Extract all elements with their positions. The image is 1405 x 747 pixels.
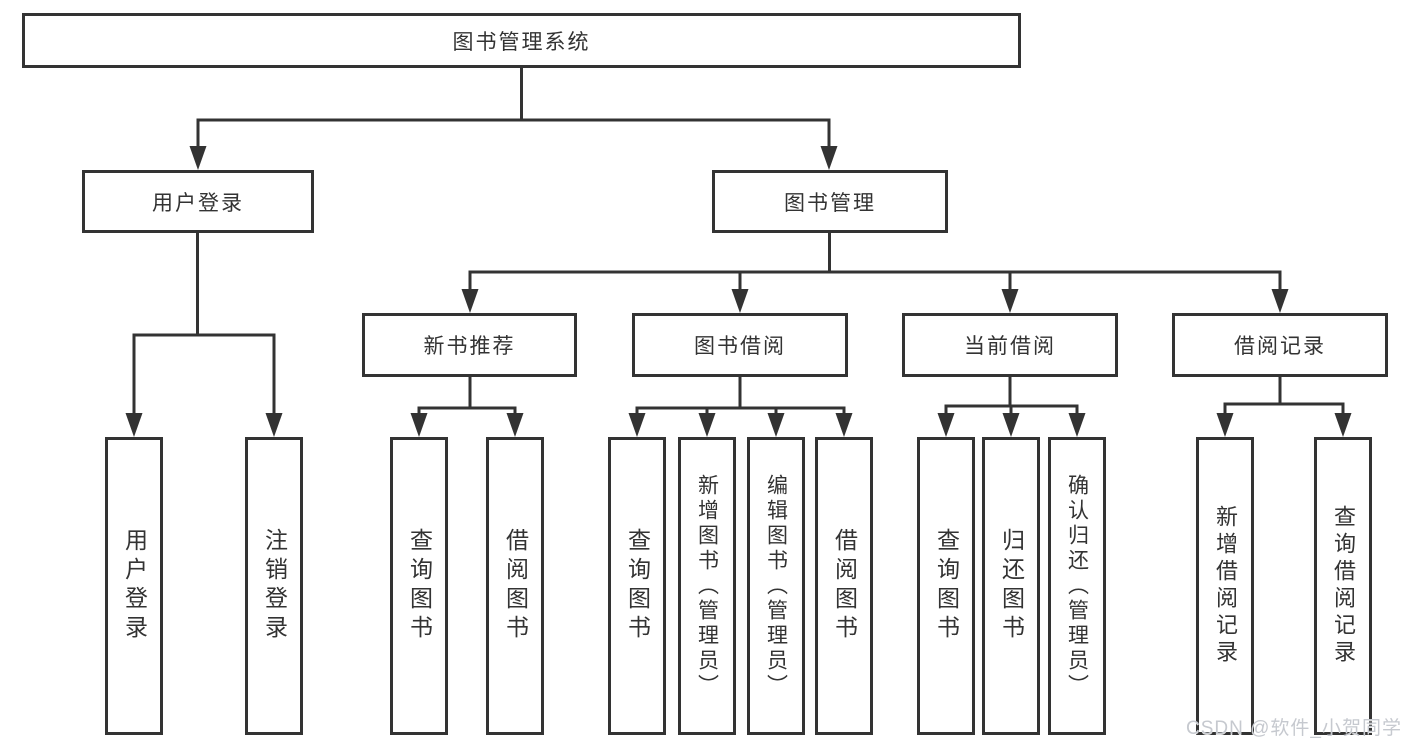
node-new-book-recommend: 新书推荐 bbox=[362, 313, 577, 377]
leaf-query-books-borrow: 查询图书 bbox=[608, 437, 666, 735]
leaf-confirm-return-admin: 确认归还（管理员） bbox=[1048, 437, 1106, 735]
csdn-watermark: CSDN @软件_小贺同学 bbox=[1186, 718, 1402, 739]
root-node-library-system: 图书管理系统 bbox=[22, 13, 1021, 68]
leaf-add-borrow-record: 新增借阅记录 bbox=[1196, 437, 1254, 735]
leaf-user-login: 用户登录 bbox=[105, 437, 163, 735]
leaf-return-book: 归还图书 bbox=[982, 437, 1040, 735]
node-borrowing-records: 借阅记录 bbox=[1172, 313, 1388, 377]
leaf-add-book-admin: 新增图书（管理员） bbox=[678, 437, 736, 735]
leaf-query-books-recommend: 查询图书 bbox=[390, 437, 448, 735]
node-book-management: 图书管理 bbox=[712, 170, 948, 233]
node-user-login: 用户登录 bbox=[82, 170, 314, 233]
leaf-edit-book-admin: 编辑图书（管理员） bbox=[747, 437, 805, 735]
leaf-logout: 注销登录 bbox=[245, 437, 303, 735]
leaf-query-books-current: 查询图书 bbox=[917, 437, 975, 735]
leaf-query-borrow-record: 查询借阅记录 bbox=[1314, 437, 1372, 735]
node-current-borrowing: 当前借阅 bbox=[902, 313, 1118, 377]
leaf-borrow-books-recommend: 借阅图书 bbox=[486, 437, 544, 735]
leaf-borrow-books: 借阅图书 bbox=[815, 437, 873, 735]
node-book-borrowing: 图书借阅 bbox=[632, 313, 848, 377]
